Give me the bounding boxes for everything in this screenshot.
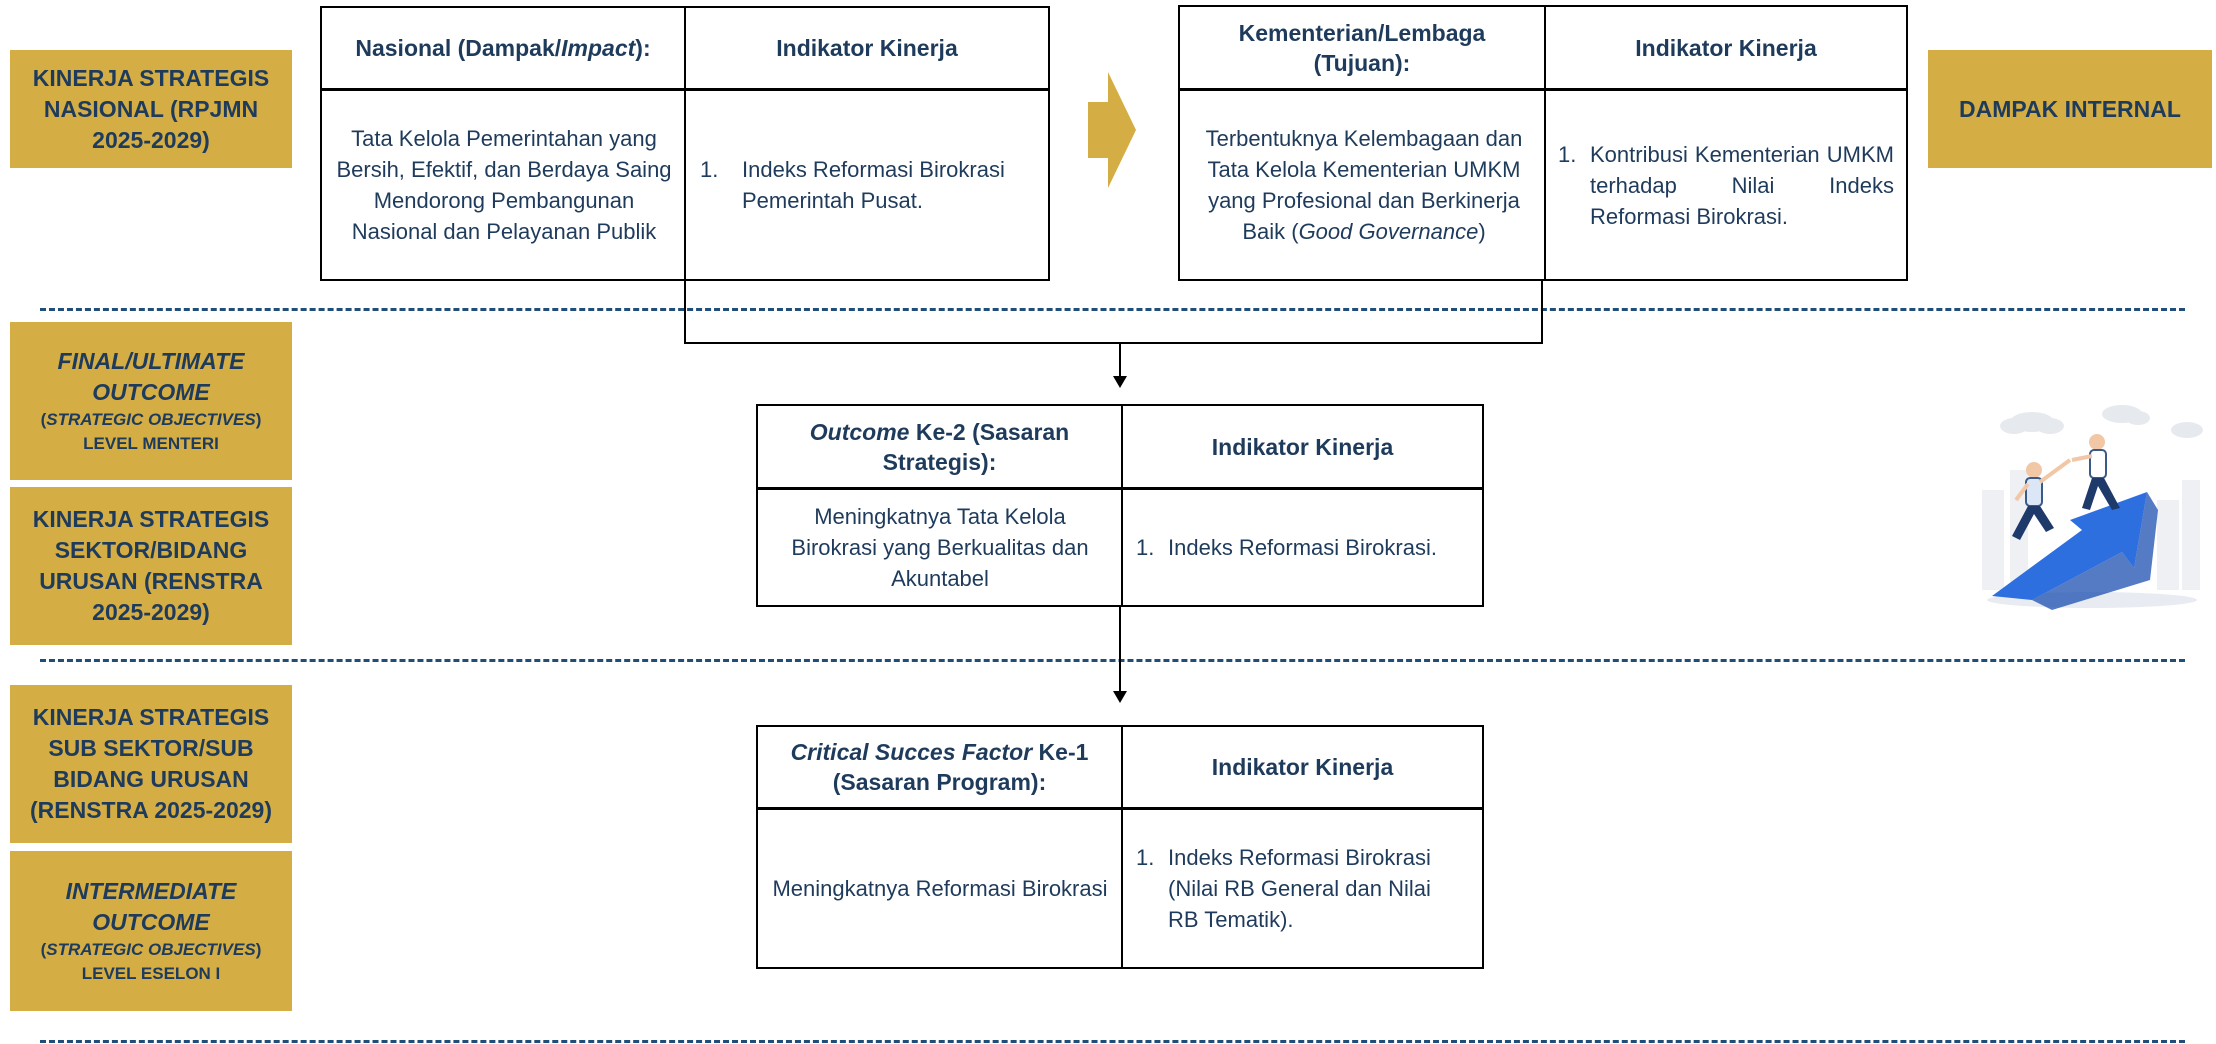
kementerian-description: Terbentuknya Kelembagaan dan Tata Kelola… xyxy=(1205,126,1523,244)
label-line: NASIONAL (RPJMN xyxy=(43,95,259,122)
label-line: FINAL/ULTIMATE xyxy=(57,348,245,374)
nasional-header: Nasional (Dampak/Impact): xyxy=(355,35,651,61)
indicator-number: 1. xyxy=(1136,845,1155,870)
label-line: BIDANG URUSAN xyxy=(53,766,249,792)
label-line: LEVEL MENTERI xyxy=(83,434,219,453)
label-kinerja-strategis-sektor: KINERJA STRATEGIS SEKTOR/BIDANG URUSAN (… xyxy=(10,487,292,645)
label-line: OUTCOME xyxy=(92,909,210,935)
down-arrow-icon xyxy=(1113,607,1127,703)
teamwork-climb-illustration xyxy=(1982,405,2203,610)
nasional-indicator: 1. Indeks Reformasi Birokrasi Pemerintah … xyxy=(700,91,1040,279)
outcome-indicator: 1. Indeks Reformasi Birokrasi. xyxy=(1136,490,1472,605)
kementerian-table: Kementerian/Lembaga (Tujuan): Indikator … xyxy=(1178,5,1908,281)
csf-header: Critical Succes Factor Ke-1 (Sasaran Pro… xyxy=(790,739,1089,795)
label-line: OUTCOME xyxy=(92,379,210,405)
outcome-header: Outcome Ke-2 (Sasaran Strategis): xyxy=(809,418,1070,475)
label-line: SEKTOR/BIDANG xyxy=(54,537,248,563)
indikator-kinerja-header: Indikator Kinerja xyxy=(776,35,958,61)
label-line: INTERMEDIATE xyxy=(65,878,237,904)
connector-line xyxy=(1541,281,1543,344)
label-line: 2025-2029) xyxy=(92,126,210,153)
label-line: 2025-2029) xyxy=(92,599,210,625)
outcome-description: Meningkatnya Tata Kelola Birokrasi yang … xyxy=(791,504,1089,591)
down-arrow-icon xyxy=(1113,342,1127,388)
column-divider xyxy=(1121,406,1123,605)
indicator-text: Indeks Reformasi Birokrasi. xyxy=(1168,535,1437,560)
header-divider xyxy=(1180,88,1906,91)
connector-line xyxy=(684,342,1543,344)
csf-description: Meningkatnya Reformasi Birokrasi xyxy=(772,876,1108,901)
indicator-number: 1. xyxy=(700,157,719,182)
label-line: (RENSTRA 2025-2029) xyxy=(29,797,273,823)
indikator-kinerja-header: Indikator Kinerja xyxy=(1211,754,1394,780)
csf-table: Critical Succes Factor Ke-1 (Sasaran Pro… xyxy=(756,725,1484,969)
label-kinerja-strategis-nasional: KINERJA STRATEGIS NASIONAL (RPJMN 2025-2… xyxy=(10,50,292,168)
section-divider xyxy=(40,308,2185,311)
kementerian-indicator: 1. Kontribusi Kementerian UMKM terhadap N… xyxy=(1558,91,1894,279)
header-divider xyxy=(758,487,1482,490)
label-line: KINERJA STRATEGIS xyxy=(32,506,270,532)
indicator-text: Kontribusi Kementerian UMKM terhadap Nil… xyxy=(1590,141,1894,229)
nasional-description: Tata Kelola Pemerintahan yang Bersih, Ef… xyxy=(336,126,672,244)
indicator-number: 1. xyxy=(1136,535,1155,560)
label-line: LEVEL ESELON I xyxy=(81,964,221,983)
indikator-kinerja-header: Indikator Kinerja xyxy=(1635,34,1817,61)
label-line: (STRATEGIC OBJECTIVES) xyxy=(40,940,262,959)
indikator-kinerja-header: Indikator Kinerja xyxy=(1211,433,1394,460)
kementerian-header: Kementerian/Lembaga (Tujuan): xyxy=(1238,19,1486,76)
outcome-table: Outcome Ke-2 (Sasaran Strategis): Indika… xyxy=(756,404,1484,607)
label-line: DAMPAK INTERNAL xyxy=(1959,95,2181,122)
label-intermediate-outcome: INTERMEDIATE OUTCOME (STRATEGIC OBJECTIV… xyxy=(10,851,292,1011)
csf-indicator: 1. Indeks Reformasi Birokrasi (Nilai RB G… xyxy=(1136,810,1466,967)
label-dampak-internal: DAMPAK INTERNAL xyxy=(1928,50,2212,168)
header-divider xyxy=(322,88,1048,91)
label-line: SUB SEKTOR/SUB xyxy=(48,735,254,761)
section-divider xyxy=(40,1040,2185,1043)
label-line: KINERJA STRATEGIS xyxy=(32,704,270,730)
column-divider xyxy=(684,8,686,279)
section-divider xyxy=(40,659,2185,662)
indicator-text: Indeks Reformasi Birokrasi (Nilai RB Gen… xyxy=(1168,845,1431,932)
label-line: KINERJA STRATEGIS xyxy=(32,64,270,91)
indicator-number: 1. xyxy=(1558,141,1577,167)
column-divider xyxy=(1544,7,1546,279)
indicator-text: Indeks Reformasi Birokrasi Pemerintah Pu… xyxy=(742,157,1005,213)
nasional-table: Nasional (Dampak/Impact): Indikator Kine… xyxy=(320,6,1050,281)
label-line: URUSAN (RENSTRA xyxy=(39,568,263,594)
label-final-outcome: FINAL/ULTIMATE OUTCOME (STRATEGIC OBJECT… xyxy=(10,322,292,480)
label-line: (STRATEGIC OBJECTIVES) xyxy=(40,410,262,429)
label-kinerja-strategis-subsektor: KINERJA STRATEGIS SUB SEKTOR/SUB BIDANG … xyxy=(10,685,292,843)
connector-line xyxy=(684,281,686,344)
header-divider xyxy=(758,807,1482,810)
right-chevron-arrow-icon xyxy=(1088,72,1136,188)
column-divider xyxy=(1121,727,1123,967)
